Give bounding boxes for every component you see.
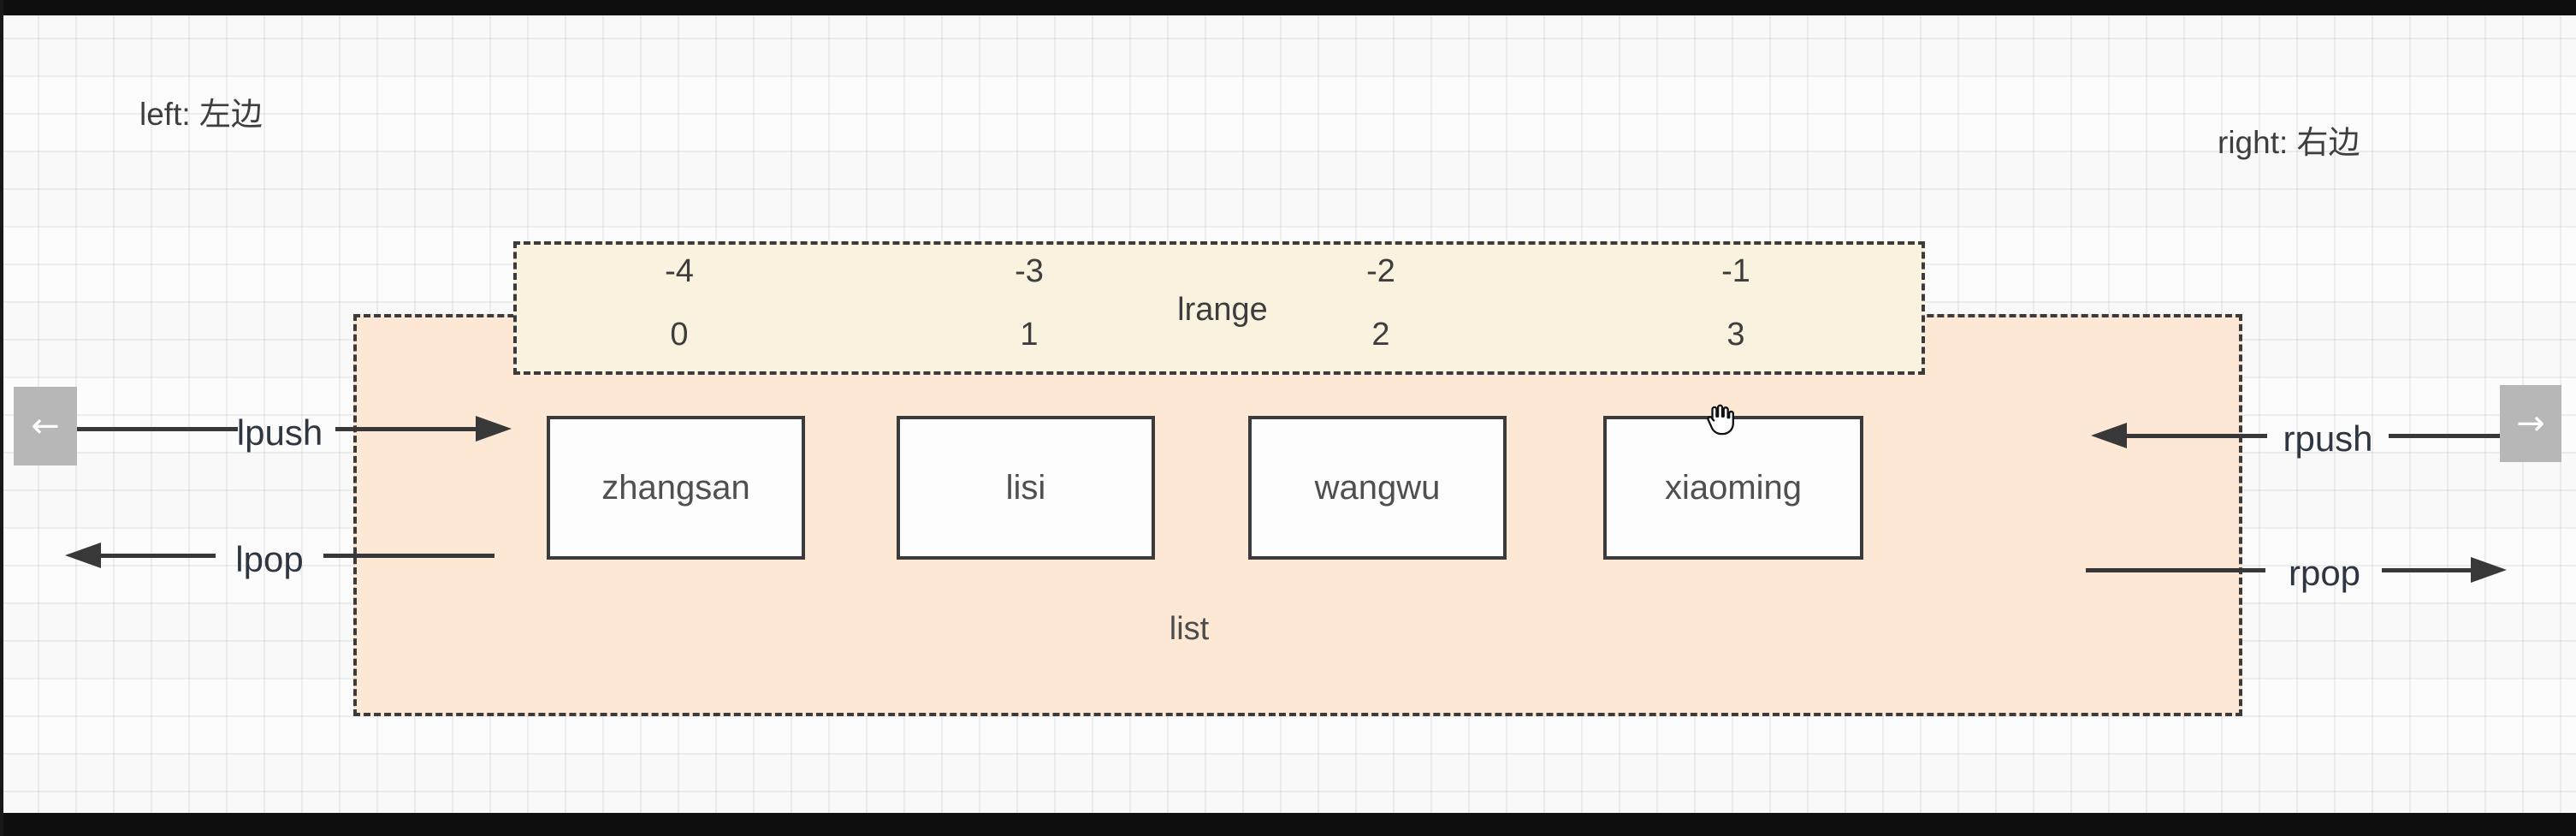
left-side-note: left: 左边: [139, 97, 263, 132]
list-item-box: xiaoming: [1603, 416, 1863, 560]
positive-index: 1: [1020, 317, 1039, 353]
list-item-box: zhangsan: [547, 416, 805, 560]
left-arrow-icon: ←: [31, 406, 60, 446]
lpop-arrow-line: [323, 554, 494, 558]
letterbox-top-bar: [0, 0, 2576, 15]
lpush-arrowhead-icon: [476, 416, 512, 442]
previous-slide-button[interactable]: ←: [14, 387, 77, 465]
list-caption: list: [1169, 611, 1210, 647]
negative-index: -3: [1015, 253, 1044, 289]
negative-index: -4: [665, 253, 694, 289]
positive-index: 0: [670, 317, 689, 353]
rpop-label: rpop: [2288, 553, 2361, 593]
lpop-label: lpop: [235, 539, 304, 579]
positive-index: 3: [1726, 317, 1745, 353]
index-column: -1 3: [1667, 245, 1804, 371]
next-slide-button[interactable]: →: [2500, 385, 2561, 462]
lpush-arrow-line: [77, 427, 238, 431]
lrange-caption: lrange: [1177, 292, 1268, 328]
lrange-index-box: -4 0 -3 1 -2 2 -1 3 lrange: [513, 241, 1925, 375]
right-arrow-icon: →: [2516, 404, 2545, 443]
negative-index: -1: [1721, 253, 1750, 289]
rpush-arrow-line: [2389, 434, 2500, 438]
rpush-arrow-line: [2127, 434, 2267, 438]
letterbox-bottom-bar: [0, 813, 2576, 836]
index-column: -3 1: [961, 245, 1098, 371]
lpush-arrow-line: [335, 427, 476, 431]
index-column: -2 2: [1312, 245, 1449, 371]
rpush-label: rpush: [2283, 418, 2373, 459]
right-side-note: right: 右边: [2218, 125, 2360, 160]
index-column: -4 0: [611, 245, 748, 371]
rpop-arrow-line: [2382, 568, 2471, 572]
list-item-box: wangwu: [1248, 416, 1507, 560]
list-item-box: lisi: [897, 416, 1155, 560]
hand-cursor-icon: [1698, 400, 1738, 440]
lpop-arrowhead-icon: [65, 543, 101, 568]
lpop-arrow-line: [101, 554, 216, 558]
rpop-arrow-line: [2086, 568, 2265, 572]
lpush-label: lpush: [236, 412, 323, 453]
rpush-arrowhead-icon: [2091, 423, 2127, 448]
rpop-arrowhead-icon: [2471, 557, 2507, 583]
negative-index: -2: [1366, 253, 1395, 289]
positive-index: 2: [1371, 317, 1390, 353]
left-edge-strip: [0, 0, 3, 836]
